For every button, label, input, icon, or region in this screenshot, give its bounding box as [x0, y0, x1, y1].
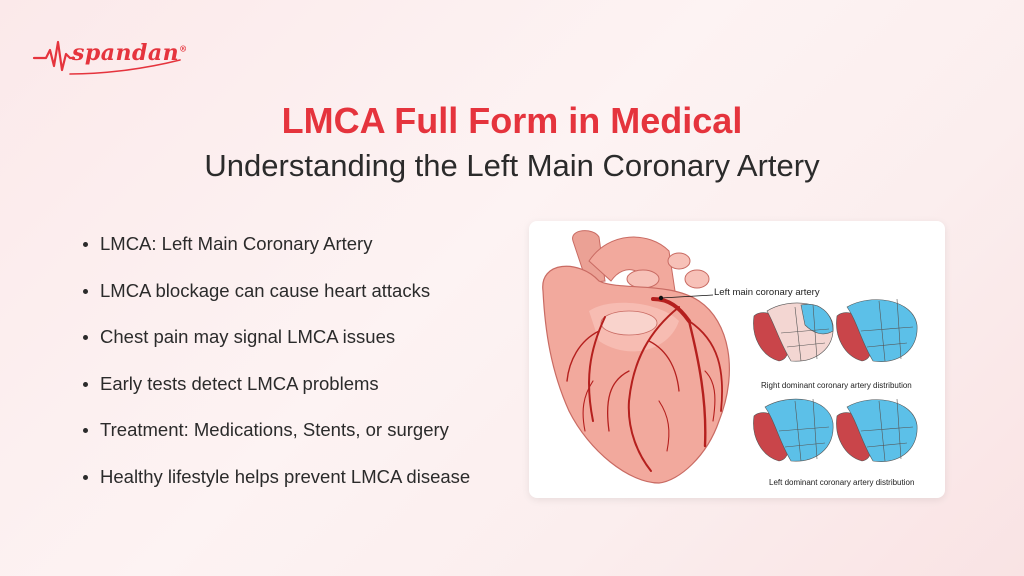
right-dominant-label: Right dominant coronary artery distribut…	[761, 381, 912, 390]
page-subtitle: Understanding the Left Main Coronary Art…	[204, 148, 820, 183]
registered-mark: ®	[179, 43, 188, 54]
left-dominant-label: Left dominant coronary artery distributi…	[769, 478, 915, 487]
heartbeat-icon	[32, 40, 181, 75]
bullet-item: Early tests detect LMCA problems	[80, 370, 470, 417]
left-main-artery-label: Left main coronary artery	[714, 287, 820, 298]
bullet-item: Chest pain may signal LMCA issues	[80, 323, 470, 370]
ventricle-diagram-4	[836, 398, 918, 462]
bullet-item: LMCA blockage can cause heart attacks	[80, 277, 470, 324]
ventricle-diagram-2	[836, 298, 918, 362]
brand-logo[interactable]	[30, 30, 200, 80]
brand-name-text: spandan	[72, 40, 180, 66]
bullet-item: Healthy lifestyle helps prevent LMCA dis…	[80, 463, 470, 510]
ventricle-diagram-1	[753, 302, 834, 362]
bullet-item: Treatment: Medications, Stents, or surge…	[80, 416, 470, 463]
bullet-list: LMCA: Left Main Coronary Artery LMCA blo…	[80, 230, 470, 510]
ventricle-diagram-3	[753, 398, 834, 462]
page-title: LMCA Full Form in Medical	[281, 100, 743, 141]
brand-name: spandan®	[72, 40, 188, 66]
heart-illustration	[542, 230, 918, 484]
bullet-item: LMCA: Left Main Coronary Artery	[80, 230, 470, 277]
illustration-card: Left main coronary artery Right dominant…	[529, 221, 945, 498]
